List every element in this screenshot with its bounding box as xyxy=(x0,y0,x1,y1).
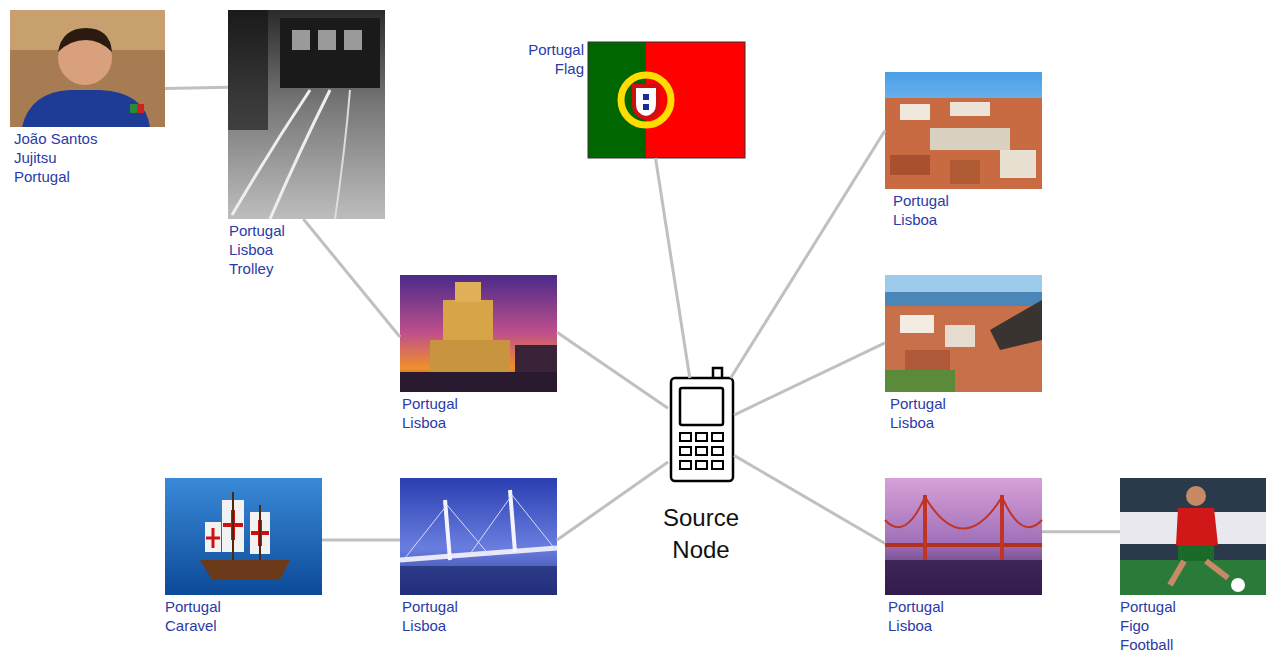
connector-line xyxy=(165,87,228,88)
football-photo xyxy=(1120,478,1266,595)
connector-line xyxy=(731,131,885,379)
picture-frame xyxy=(885,72,1042,189)
tag-text: Lisboa xyxy=(229,240,388,259)
photo-node: PortugalLisboaTrolley xyxy=(228,10,388,278)
flag-picture xyxy=(588,42,745,158)
photo-node: PortugalLisboa xyxy=(885,478,1047,635)
tag-text: Flag xyxy=(528,59,584,78)
picture-frame xyxy=(1120,478,1266,595)
caption: PortugalFlag xyxy=(528,40,584,78)
picture-frame xyxy=(885,478,1042,595)
tag-text: Portugal xyxy=(402,597,561,616)
connector-line xyxy=(656,158,690,378)
tag-text: Source Node xyxy=(641,502,761,566)
tag-text: Football xyxy=(1120,635,1268,654)
caravel-photo xyxy=(165,478,322,595)
picture-frame xyxy=(668,368,734,480)
city-photo xyxy=(885,275,1042,392)
caption: PortugalLisboa xyxy=(400,394,561,432)
photo-node: PortugalLisboa xyxy=(885,275,1049,432)
photo-node: PortugalLisboa xyxy=(885,72,1052,229)
tag-text: Portugal xyxy=(1120,597,1268,616)
connector-line xyxy=(322,539,400,542)
photo-node: PortugalLisboa xyxy=(400,478,561,635)
caption: PortugalLisboa xyxy=(885,394,1049,432)
connector-line xyxy=(557,462,668,540)
tag-text: Portugal xyxy=(528,40,584,59)
tag-text: Portugal xyxy=(402,394,561,413)
photo-node: PortugalFigoFootball xyxy=(1120,478,1268,654)
tag-text: Portugal xyxy=(14,167,171,186)
tower-photo xyxy=(400,275,557,392)
caption: PortugalLisboa xyxy=(885,191,1052,229)
picture-frame xyxy=(400,275,557,392)
caption: João SantosJujitsuPortugal xyxy=(10,129,171,186)
caption: Source Node xyxy=(641,502,761,566)
connector-line xyxy=(734,455,885,543)
photo-node: PortugalLisboa xyxy=(400,275,561,432)
picture-frame xyxy=(885,275,1042,392)
picture-frame xyxy=(400,478,557,595)
tag-text: Trolley xyxy=(229,259,388,278)
tag-text: Lisboa xyxy=(402,413,561,432)
photo-node: PortugalCaravel xyxy=(165,478,324,635)
photo-node: PortugalFlag xyxy=(588,42,745,158)
phone-icon xyxy=(671,368,733,481)
connector-line xyxy=(303,219,400,337)
connector-line xyxy=(1042,530,1120,533)
tag-text: Portugal xyxy=(890,394,1049,413)
tag-text: João Santos xyxy=(14,129,171,148)
bridge-photo xyxy=(885,478,1042,595)
picture-frame xyxy=(228,10,385,219)
person-photo xyxy=(10,10,165,127)
tag-text: Portugal xyxy=(888,597,1047,616)
connector-line xyxy=(557,332,668,408)
source-node: Source Node xyxy=(668,368,734,566)
tag-text: Lisboa xyxy=(890,413,1049,432)
tag-text: Lisboa xyxy=(893,210,1052,229)
tag-text: Portugal xyxy=(229,221,388,240)
trolley-photo xyxy=(228,10,385,219)
caption: PortugalLisboa xyxy=(400,597,561,635)
tag-text: Figo xyxy=(1120,616,1268,635)
tag-text: Jujitsu xyxy=(14,148,171,167)
caption: PortugalLisboaTrolley xyxy=(228,221,388,278)
city-photo xyxy=(885,72,1042,189)
tag-text: Portugal xyxy=(893,191,1052,210)
picture-frame xyxy=(10,10,165,127)
caption: PortugalCaravel xyxy=(165,597,324,635)
tag-text: Lisboa xyxy=(888,616,1047,635)
connector-line xyxy=(734,343,885,415)
tag-text: Lisboa xyxy=(402,616,561,635)
caption: PortugalLisboa xyxy=(885,597,1047,635)
caption: PortugalFigoFootball xyxy=(1120,597,1268,654)
tag-text: Portugal xyxy=(165,597,324,616)
tag-text: Caravel xyxy=(165,616,324,635)
picture-frame xyxy=(588,42,745,158)
picture-frame xyxy=(165,478,322,595)
bridge-photo xyxy=(400,478,557,595)
photo-node: João SantosJujitsuPortugal xyxy=(10,10,171,186)
